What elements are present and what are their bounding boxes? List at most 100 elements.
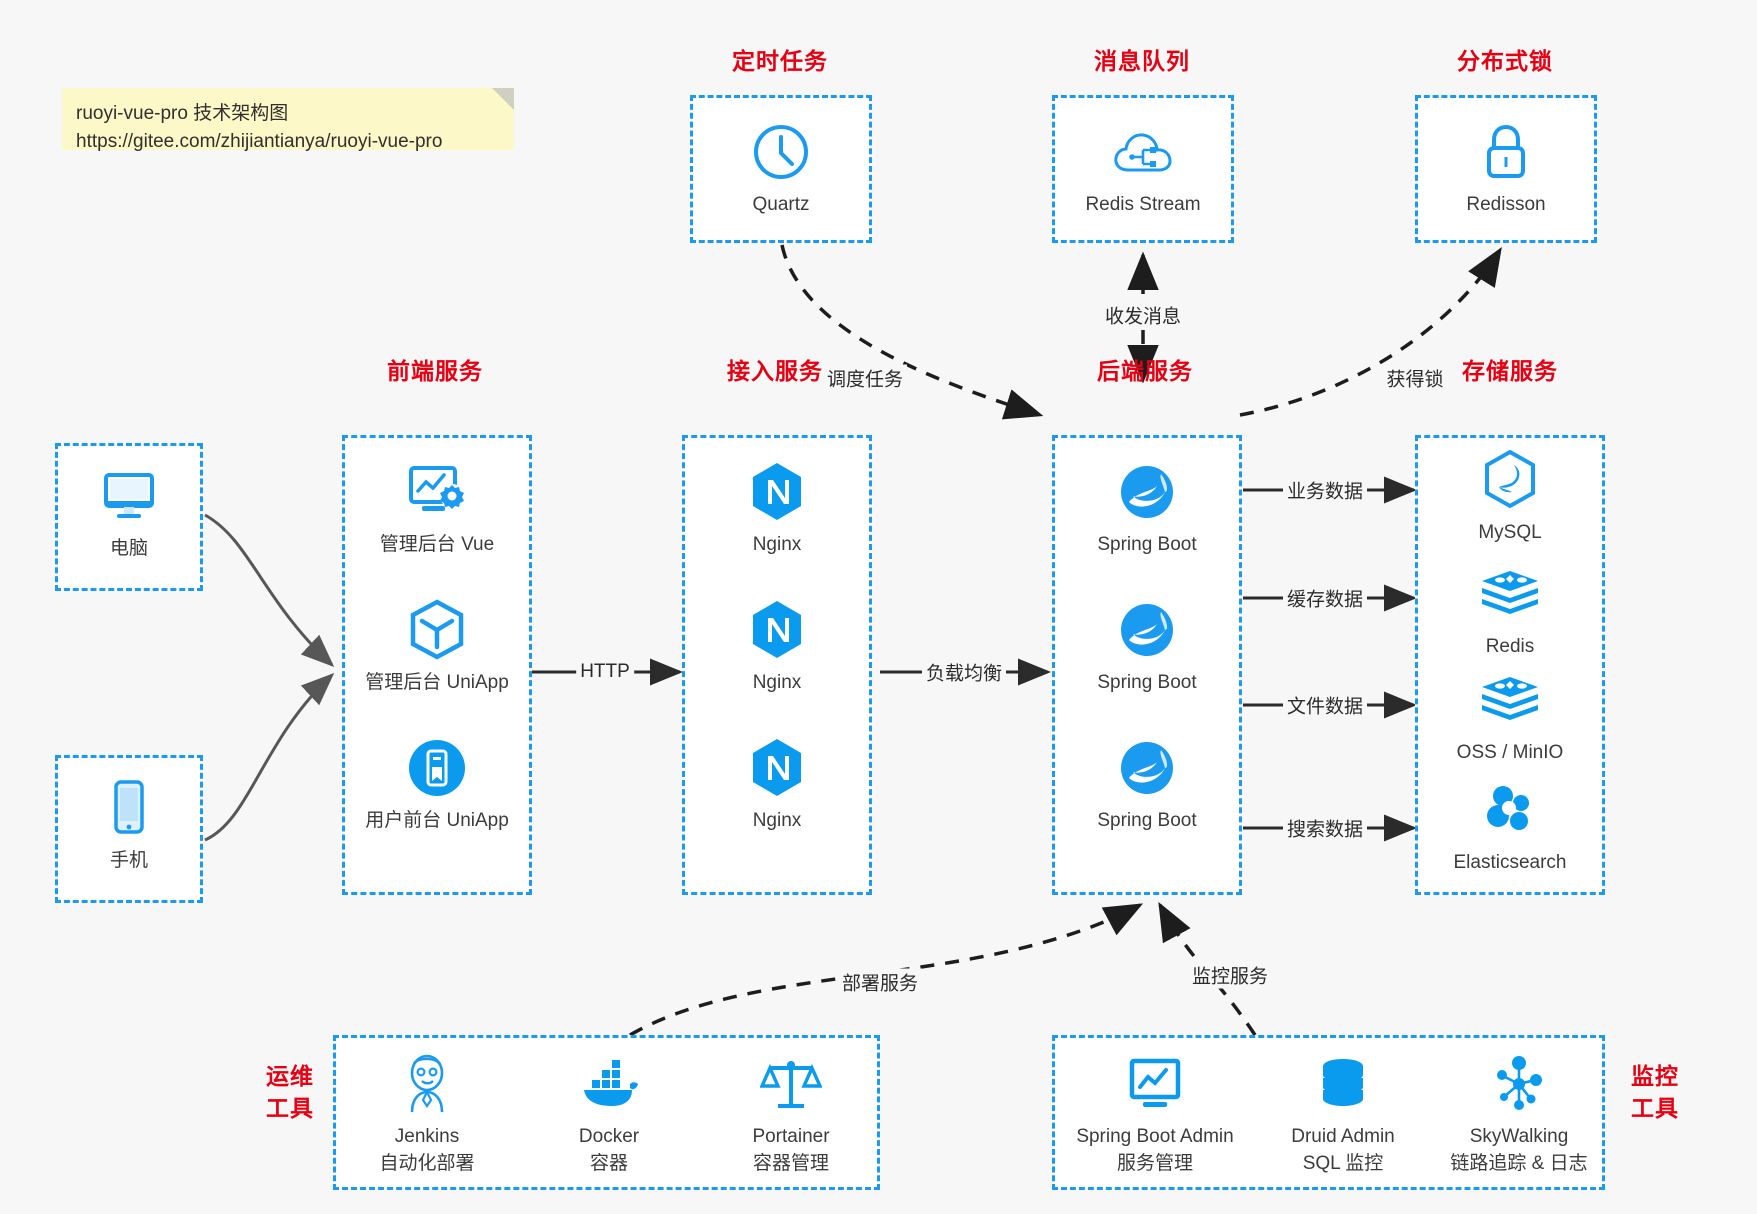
group-storage[interactable]: MySQL Redis [1415,435,1605,895]
node-label: SkyWalking [1469,1126,1569,1147]
edge-label-deploy-service: 部署服务 [837,968,923,996]
group-lock[interactable]: Redisson [1415,95,1597,243]
node-label: Spring Boot [1097,534,1197,555]
group-devops[interactable]: Jenkins 自动化部署 Docker 容器 [333,1035,880,1190]
group-title-lock: 分布式锁 [1457,48,1553,74]
edge-label-file-data: 文件数据 [1282,691,1368,719]
node-docker[interactable]: Docker 容器 [518,1052,700,1178]
group-title-mq: 消息队列 [1094,48,1190,74]
node-admin-vue[interactable]: 管理后台 Vue [345,460,529,558]
cloud-network-icon [1055,120,1231,184]
node-label: 管理后台 Vue [379,534,495,555]
group-title-monitor: 监控 工具 [1620,1060,1690,1124]
group-gateway[interactable]: Nginx Nginx Nginx [682,435,872,895]
node-label: Spring Boot [1097,672,1197,693]
group-monitor[interactable]: Spring Boot Admin 服务管理 Druid Admin SQL 监… [1052,1035,1605,1190]
padlock-icon [1418,120,1594,184]
group-title-scheduler: 定时任务 [732,48,828,74]
node-label: Nginx [752,810,802,831]
edge-label-monitor-service: 监控服务 [1187,961,1273,989]
node-spring-boot-admin[interactable]: Spring Boot Admin 服务管理 [1055,1052,1255,1178]
title-note: ruoyi-vue-pro 技术架构图 https://gitee.com/zh… [62,88,514,152]
node-spring-boot-1[interactable]: Spring Boot [1055,460,1239,558]
group-title-backend: 后端服务 [1097,358,1193,384]
clock-icon [693,120,869,184]
group-mq[interactable]: Redis Stream [1052,95,1234,243]
docker-whale-icon [518,1052,700,1116]
group-client-computer[interactable]: 电脑 [55,443,203,591]
redis-stack-icon [1418,668,1602,732]
node-portainer[interactable]: Portainer 容器管理 [700,1052,882,1178]
edge-label-send-receive-message: 收发消息 [1100,301,1186,329]
node-nginx-2[interactable]: Nginx [685,598,869,696]
skywalking-node-icon [1431,1052,1607,1116]
node-label: Nginx [752,534,802,555]
spring-leaf-icon [1055,736,1239,800]
node-user-uniapp[interactable]: 用户前台 UniApp [345,736,529,834]
node-admin-uniapp[interactable]: 管理后台 UniApp [345,598,529,696]
group-title-gateway: 接入服务 [727,358,823,384]
node-label: Redisson [1466,194,1546,215]
database-icon [1255,1052,1431,1116]
edge-label-http: HTTP [576,661,634,683]
note-line-url: https://gitee.com/zhijiantianya/ruoyi-vu… [76,131,443,152]
monitor-icon [58,464,200,528]
edge-label-acquire-lock: 获得锁 [1382,364,1448,392]
group-client-phone[interactable]: 手机 [55,755,203,903]
group-backend[interactable]: Spring Boot Spring Boot Spring Boot [1052,435,1242,895]
monitor-chart-icon [1055,1052,1255,1116]
node-sublabel: SQL 监控 [1302,1153,1384,1174]
group-frontend[interactable]: 管理后台 Vue 管理后台 UniApp 用户前台 UniApp [342,435,532,895]
node-spring-boot-2[interactable]: Spring Boot [1055,598,1239,696]
edge-label-business-data: 业务数据 [1282,476,1368,504]
node-redis[interactable]: Redis [1418,562,1602,660]
node-sublabel: 容器 [589,1153,628,1174]
node-label: Spring Boot Admin [1076,1126,1234,1147]
node-label: Spring Boot [1097,810,1197,831]
group-title-monitor-line2: 工具 [1631,1095,1679,1121]
portainer-scale-icon [700,1052,882,1116]
dashboard-gear-icon [345,460,529,524]
node-oss-minio[interactable]: OSS / MinIO [1418,668,1602,766]
node-jenkins[interactable]: Jenkins 自动化部署 [336,1052,518,1178]
mysql-dolphin-icon [1418,448,1602,512]
node-label: Redis Stream [1085,194,1201,215]
node-skywalking[interactable]: SkyWalking 链路追踪 & 日志 [1431,1052,1607,1178]
node-label: 电脑 [109,538,148,559]
nginx-icon [685,598,869,662]
node-redis-stream[interactable]: Redis Stream [1055,120,1231,218]
edge-label-schedule-task: 调度任务 [822,364,908,392]
node-quartz[interactable]: Quartz [693,120,869,218]
note-fold-corner [492,88,514,110]
group-scheduler[interactable]: Quartz [690,95,872,243]
jenkins-butler-icon [336,1052,518,1116]
edge-label-search-data: 搜索数据 [1282,814,1368,842]
node-label: Elasticsearch [1453,852,1567,873]
node-sublabel: 链路追踪 & 日志 [1450,1153,1588,1174]
node-sublabel: 自动化部署 [379,1153,475,1174]
node-label: Nginx [752,672,802,693]
node-label: OSS / MinIO [1456,742,1564,763]
node-nginx-3[interactable]: Nginx [685,736,869,834]
node-label: Jenkins [394,1126,460,1147]
nginx-icon [685,736,869,800]
node-nginx-1[interactable]: Nginx [685,460,869,558]
node-sublabel: 服务管理 [1116,1153,1193,1174]
node-computer[interactable]: 电脑 [58,464,200,562]
note-line-title: ruoyi-vue-pro 技术架构图 [76,103,289,124]
redis-stack-icon [1418,562,1602,626]
node-redisson[interactable]: Redisson [1418,120,1594,218]
node-mysql[interactable]: MySQL [1418,448,1602,546]
node-label: Portainer [752,1126,830,1147]
node-phone[interactable]: 手机 [58,776,200,874]
group-title-devops-line2: 工具 [266,1095,314,1121]
node-spring-boot-3[interactable]: Spring Boot [1055,736,1239,834]
node-label: 手机 [109,850,148,871]
node-druid-admin[interactable]: Druid Admin SQL 监控 [1255,1052,1431,1178]
edge-label-cache-data: 缓存数据 [1282,584,1368,612]
node-elasticsearch[interactable]: Elasticsearch [1418,778,1602,876]
node-label: Docker [578,1126,640,1147]
phone-icon [58,776,200,840]
group-title-devops: 运维 工具 [255,1060,325,1124]
